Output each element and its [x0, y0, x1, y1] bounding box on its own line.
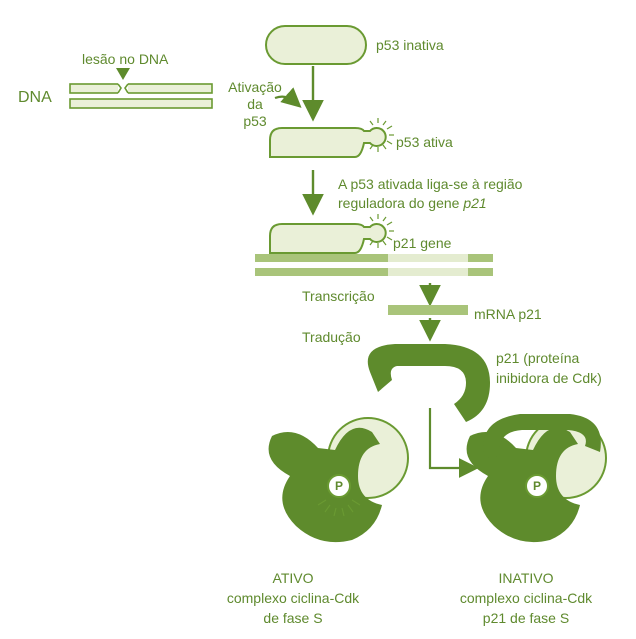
phosphate-circle-inactive	[525, 474, 549, 498]
inactive-complex-line2: complexo ciclina-Cdk	[459, 590, 593, 606]
active-complex-line3: de fase S	[263, 610, 323, 626]
active-complex-line2: complexo ciclina-Cdk	[226, 590, 360, 606]
activation-label-line3: p53	[243, 113, 267, 129]
active-state-label: ATIVO	[272, 570, 314, 586]
activation-label-line2: da	[247, 96, 263, 112]
p53-inactive-shape	[265, 25, 367, 65]
p21-bound-shape	[483, 414, 601, 458]
mrna-label: mRNA p21	[474, 306, 542, 322]
activation-arrow	[274, 87, 302, 108]
binding-text-plain: reguladora do gene	[338, 195, 464, 211]
dna-double-strand	[69, 82, 213, 109]
p21-gene-dna	[255, 254, 493, 276]
p53-active-label: p53 ativa	[396, 134, 453, 150]
p53-inactive-label: p53 inativa	[376, 37, 444, 53]
phosphate-label-inactive: P	[532, 479, 541, 493]
translation-label: Tradução	[302, 329, 361, 345]
inactive-state-label: INATIVO	[498, 570, 554, 586]
lesion-label: lesão no DNA	[82, 51, 169, 67]
binding-text-gene-italic: p21	[463, 195, 487, 211]
p21-protein-shape	[367, 344, 490, 422]
cdk-shape-active	[268, 427, 382, 543]
dna-lesion-gap	[118, 82, 128, 95]
p21-protein-label-line1: p21 (proteína	[496, 350, 580, 366]
binding-text-line1: A p53 ativada liga-se à região	[338, 176, 523, 192]
p21-protein-label-line2: inibidora de Cdk)	[496, 370, 602, 386]
phosphate-label-active: P	[334, 479, 343, 493]
activation-label-line1: Ativação	[228, 79, 282, 95]
dna-label: DNA	[18, 89, 52, 106]
inactive-cyclin-cdk-p21-complex	[466, 414, 607, 543]
inactive-complex-line3: p21 de fase S	[482, 610, 570, 626]
p53-bound-shape	[269, 214, 394, 254]
inhibition-arrow	[428, 408, 479, 478]
active-cyclin-cdk-complex	[268, 417, 409, 543]
p53-active-shape	[269, 118, 394, 158]
transcription-label: Transcrição	[302, 288, 375, 304]
phosphate-circle-active	[327, 474, 351, 498]
p21-mrna-bar	[388, 305, 468, 315]
p21-gene-label: p21 gene	[393, 235, 452, 251]
binding-text-line2: reguladora do gene p21	[338, 195, 487, 212]
lesion-pointer-triangle	[116, 68, 130, 80]
